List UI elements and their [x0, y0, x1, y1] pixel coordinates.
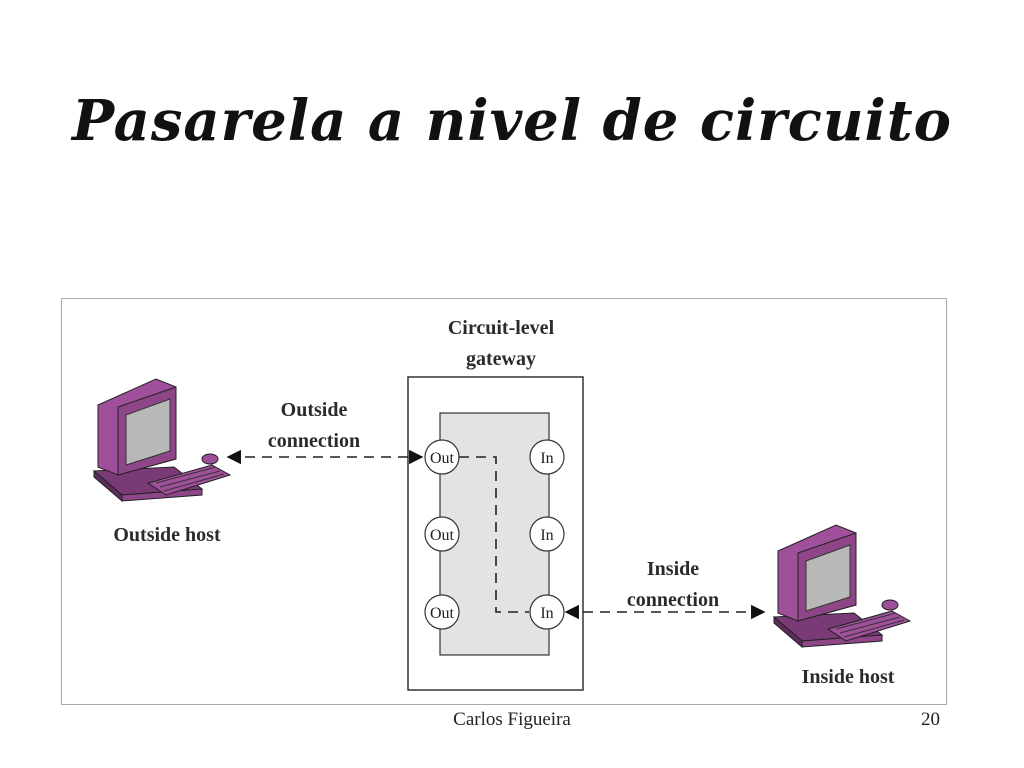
inside-host-computer-icon: [772, 524, 912, 649]
inside-host-label: Inside host: [802, 666, 895, 688]
slide-title: Pasarela a nivel de circuito: [71, 88, 953, 154]
out-port-3: [424, 594, 460, 630]
in-port-3: [529, 594, 565, 630]
gateway-diagram: Circuit-level gateway Out Out Out In In …: [92, 317, 912, 691]
out-port-2-label: Out: [430, 527, 455, 544]
outside-connection-line2: connection: [268, 430, 360, 452]
diagram-frame: Circuit-level gateway Out Out Out In In …: [61, 298, 947, 705]
page-number: 20: [921, 709, 940, 730]
out-port-1: [424, 439, 460, 475]
in-port-2: [529, 516, 565, 552]
out-port-3-label: Out: [430, 605, 455, 622]
in-port-1-label: In: [540, 450, 553, 467]
out-port-1-label: Out: [430, 450, 455, 467]
out-port-2: [424, 516, 460, 552]
outside-host-computer-icon: [92, 378, 232, 503]
inside-connection-line1: Inside: [647, 558, 699, 580]
gateway-label-line2: gateway: [466, 348, 536, 370]
in-port-3-label: In: [540, 605, 553, 622]
outside-host-label: Outside host: [113, 524, 221, 546]
internal-relay-path: [459, 456, 529, 613]
in-port-1: [529, 439, 565, 475]
in-port-2-label: In: [540, 527, 553, 544]
outside-connection-line1: Outside: [281, 399, 348, 421]
inside-connection-line2: connection: [627, 589, 719, 611]
footer-author: Carlos Figueira: [453, 709, 571, 730]
gateway-label-line1: Circuit-level: [448, 317, 555, 339]
